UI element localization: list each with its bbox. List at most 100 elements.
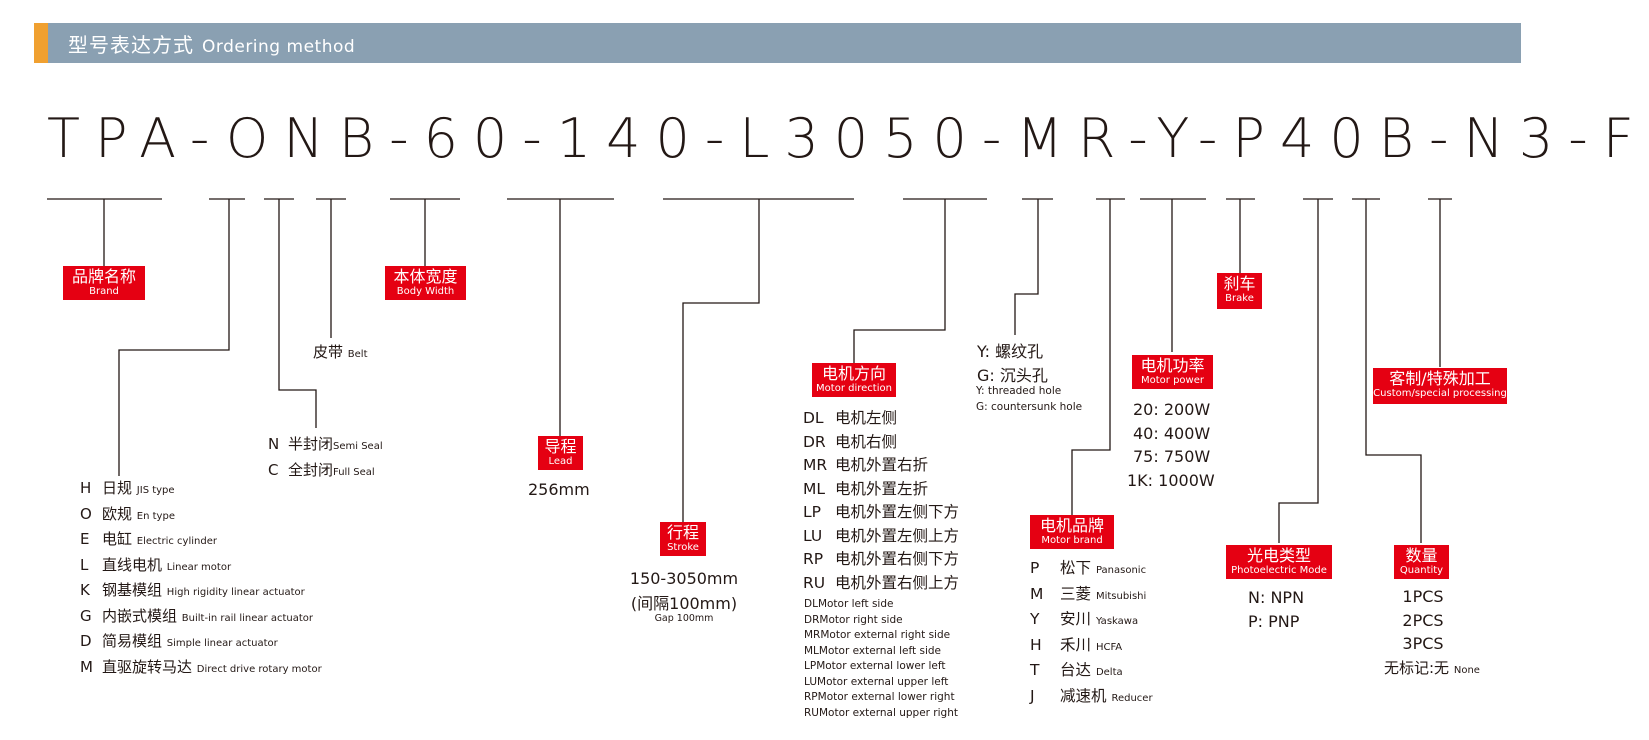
motor-direction-tag: 电机方向 Motor direction	[812, 363, 896, 397]
direction-cn: 电机外置右侧上方	[835, 573, 960, 592]
list-item: 20: 200W	[1133, 400, 1211, 419]
direction-code: DL	[804, 598, 818, 610]
quantity-none: 无标记:无 None	[1384, 657, 1480, 683]
brand-en: Panasonic	[1095, 565, 1147, 576]
brand-en: Yaskawa	[1095, 616, 1139, 627]
direction-code: DL	[803, 409, 824, 427]
quantity-tag-en: Quantity	[1399, 565, 1444, 576]
direction-cn: 电机外置右折	[835, 456, 929, 474]
type-code: L	[80, 555, 89, 574]
body-width-tag-cn: 本体宽度	[393, 267, 458, 286]
list-item: P: PNP	[1248, 611, 1300, 631]
direction-cn: 电机外置左侧下方	[835, 503, 960, 521]
brake-tag-en: Brake	[1225, 293, 1254, 304]
stroke-tag-en: Stroke	[667, 542, 699, 553]
direction-cn: 电机外置左折	[835, 479, 929, 498]
list-item: 75: 750W	[1133, 447, 1211, 466]
quantity-tag: 数量 Quantity	[1394, 545, 1449, 579]
custom-processing-tag: 客制/特殊加工 Custom/special processing	[1373, 368, 1507, 404]
photoelectric-tag-en: Photoelectric Mode	[1231, 565, 1327, 576]
direction-en: Motor external upper right	[818, 706, 958, 719]
direction-cn: 电机左侧	[835, 409, 898, 427]
direction-code: DR	[803, 432, 826, 451]
brand-en: Reducer	[1111, 692, 1153, 704]
type-code: M	[80, 657, 93, 676]
seal-code: C	[268, 460, 279, 479]
brand-tag-cn: 品牌名称	[71, 267, 136, 286]
type-code: G	[80, 606, 92, 625]
brand-code: P	[1030, 559, 1040, 577]
seal-en: Semi Seal	[333, 441, 383, 452]
direction-en: Motor external right side	[820, 629, 951, 641]
brand-cn: 三菱	[1060, 584, 1092, 603]
section-title-cn: 型号表达方式	[68, 33, 194, 57]
brake-tag: 刹车 Brake	[1217, 273, 1262, 309]
seal-cn: 半封闭	[288, 435, 334, 453]
photoelectric-tag-cn: 光电类型	[1246, 546, 1311, 565]
list-item: MLMotor external left side	[804, 644, 958, 660]
section-title: 型号表达方式 Ordering method	[68, 29, 355, 58]
belt-cn: 皮带	[313, 343, 344, 361]
brand-code: M	[1030, 584, 1044, 603]
type-code: K	[80, 581, 90, 599]
direction-code: LU	[803, 526, 823, 545]
list-item: LU 电机外置左侧上方	[803, 525, 959, 549]
stroke-gap-en: Gap 100mm	[654, 613, 714, 624]
list-item: 3PCS	[1402, 634, 1444, 653]
photoelectric-tag: 光电类型 Photoelectric Mode	[1226, 545, 1332, 579]
direction-code: RP	[803, 550, 824, 568]
direction-en: Motor right side	[819, 613, 903, 626]
type-code: H	[80, 479, 92, 497]
direction-code: LP	[804, 660, 817, 672]
list-item: RUMotor external upper right	[804, 706, 958, 722]
lead-tag: 导程 Lead	[538, 436, 583, 470]
custom-tag-cn: 客制/特殊加工	[1389, 369, 1491, 388]
list-item: LUMotor external upper left	[804, 675, 958, 691]
quantity-none-en: None	[1453, 665, 1480, 676]
brand-tag-en: Brand	[89, 286, 119, 297]
brand-code: Y	[1030, 610, 1040, 628]
header-accent	[34, 23, 48, 63]
direction-cn: 电机外置左侧上方	[835, 526, 960, 545]
type-en: High rigidity linear actuator	[166, 587, 305, 598]
belt-label: 皮带 Belt	[313, 341, 368, 367]
list-item: 1PCS	[1402, 587, 1444, 606]
type-cn: 日规	[102, 479, 133, 497]
belt-en: Belt	[347, 349, 368, 360]
direction-en: Motor external lower right	[817, 691, 955, 703]
type-en: Linear motor	[166, 561, 232, 573]
hole-list-en: Y: threaded hole G: countersunk hole	[976, 384, 1082, 415]
brand-code: T	[1030, 661, 1040, 679]
lead-value: 256mm	[528, 480, 590, 499]
list-item: 1K: 1000W	[1127, 470, 1215, 490]
brand-en: Mitsubishi	[1095, 590, 1147, 602]
direction-list-en: DLMotor left side DRMotor right side MRM…	[804, 597, 958, 721]
brand-code: J	[1030, 686, 1035, 705]
quantity-none-cn: 无标记:无	[1384, 659, 1450, 677]
motor-brand-tag-cn: 电机品牌	[1039, 516, 1104, 535]
type-cn: 电缸	[102, 530, 133, 548]
type-cn: 欧规	[102, 504, 133, 523]
quantity-tag-cn: 数量	[1405, 546, 1438, 565]
list-item: LP 电机外置左侧下方	[803, 501, 959, 525]
stroke-gap: (间隔100mm)	[630, 594, 738, 613]
motor-power-tag-en: Motor power	[1141, 375, 1204, 386]
type-en: Simple linear actuator	[166, 638, 278, 649]
list-item: RPMotor external lower right	[804, 690, 958, 706]
type-en: En type	[136, 510, 175, 522]
stroke-range: 150-3050mm	[629, 569, 739, 588]
type-code: E	[80, 530, 90, 548]
lead-tag-cn: 导程	[544, 437, 577, 456]
direction-code: LP	[803, 503, 821, 521]
section-title-en: Ordering method	[202, 37, 356, 57]
